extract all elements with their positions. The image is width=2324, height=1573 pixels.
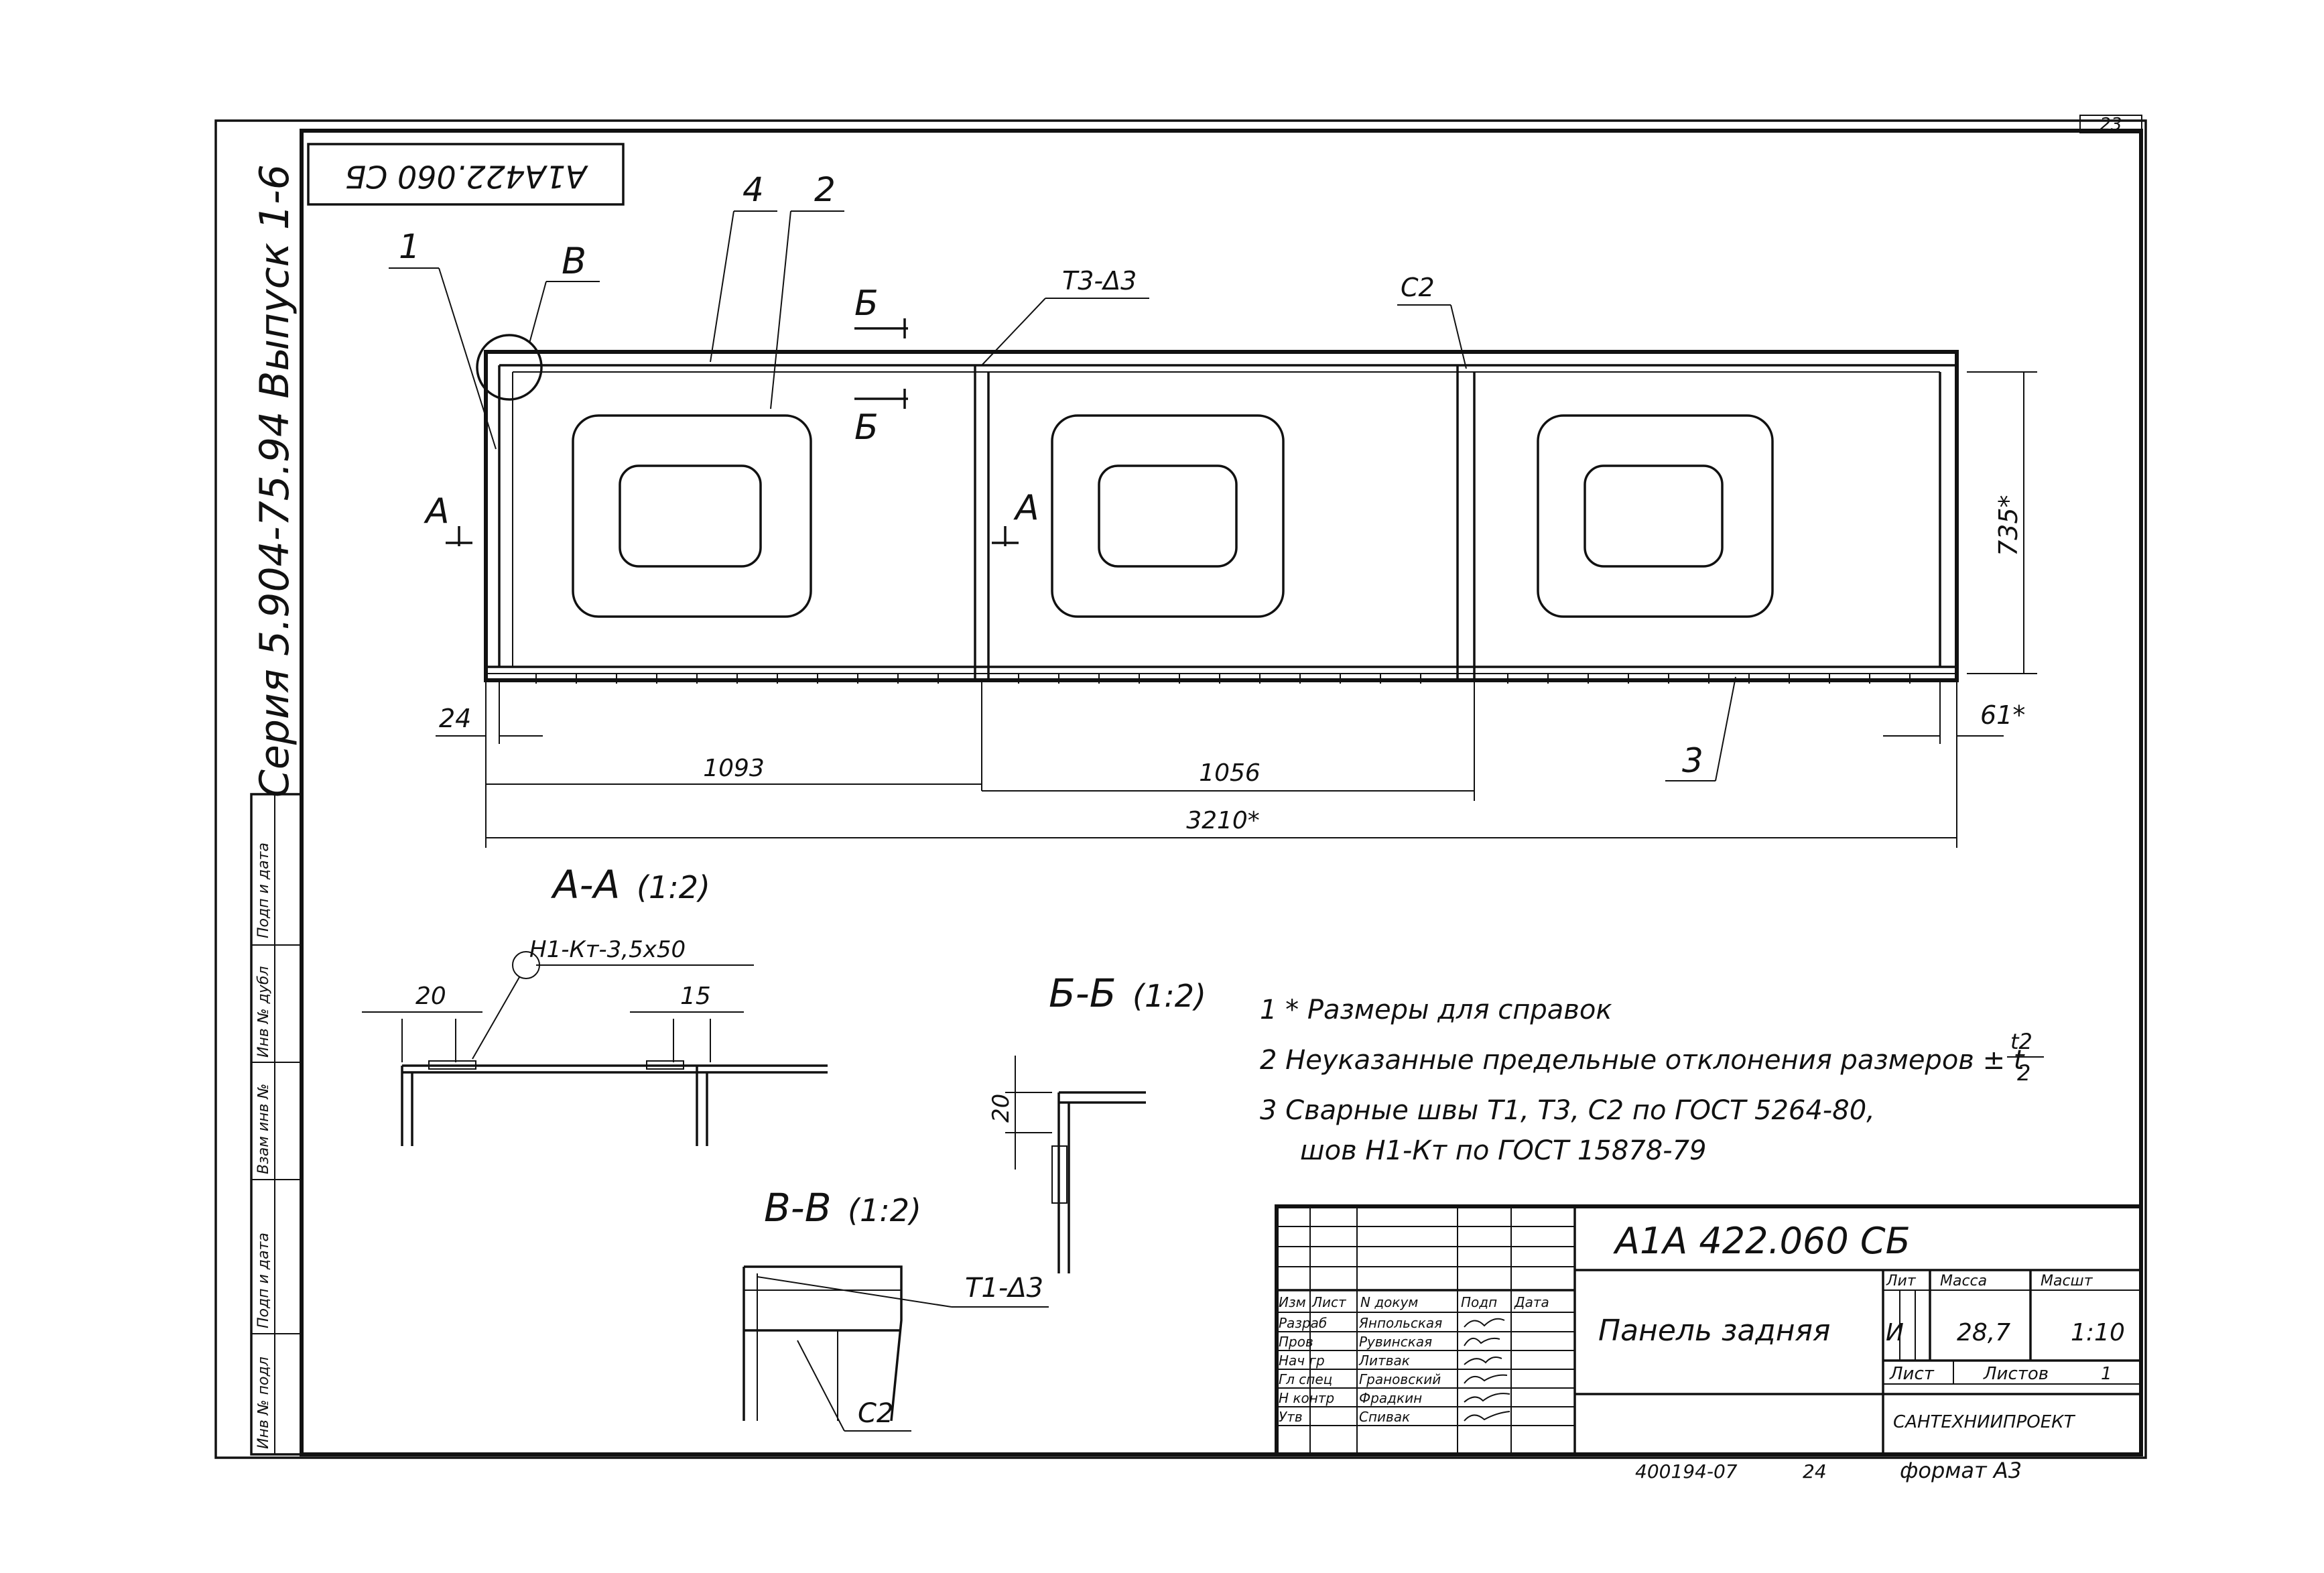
tb-lit-value: И [1886,1319,1904,1346]
tb-header-podp: Подп [1461,1294,1497,1310]
tb-part-name: Панель задняя [1598,1314,1830,1348]
tb-lit-label: Лит [1886,1273,1917,1289]
note-1: 1 * Размеры для справок [1260,995,1612,1025]
tb-header-izm: Изм [1279,1294,1306,1310]
footer-format: формат А3 [1900,1458,2022,1483]
inverted-stamp-text: А1А422.060 СБ [345,159,589,195]
inverted-stamp: А1А422.060 СБ [307,143,625,206]
note-2-frac-num: t2 [2010,1029,2032,1054]
section-aa-title: А-А [550,862,620,907]
tb-person: Спивак [1359,1409,1410,1425]
note-2-frac-den: 2 [2017,1060,2030,1086]
tb-header-data: Дата [1514,1294,1549,1310]
section-vv-scale: (1:2) [848,1192,921,1229]
tb-role: Утв [1279,1409,1303,1425]
tb-sheet-label: Лист [1889,1364,1935,1384]
side-label: Инв № подл [255,1357,272,1449]
section-aa-dim20: 20 [415,983,446,1010]
note-4: шов Н1-Кт по ГОСТ 15878-79 [1300,1135,1707,1166]
tb-person: Литвак [1358,1352,1410,1369]
tb-person: Рувинская [1359,1334,1432,1350]
section-vv-weld-c2: С2 [858,1398,893,1429]
callout-1: 1 [399,227,420,266]
node-v-label: В [562,240,586,282]
section-aa-marker-right: А [1013,488,1039,528]
callout-4: 4 [743,170,764,209]
section-vv-title: В-В [764,1185,832,1231]
boss-3 [1537,414,1774,618]
dim-735: 735* [1994,495,2023,556]
section-bb-marker-top: Б [854,284,879,324]
note-3: 3 Сварные швы Т1, Т3, С2 по ГОСТ 5264-80… [1260,1095,1875,1126]
section-bb-marker-bottom: Б [854,407,879,448]
footer-num: 24 [1803,1460,1827,1483]
tb-person: Янпольская [1358,1315,1442,1331]
side-label: Подп и дата [255,1233,272,1328]
tb-header-list: Лист [1311,1294,1347,1310]
main-view: В 1 4 2 Б Б А А Т3-Δ3 С2 [389,170,1959,781]
section-bb-scale: (1:2) [1133,978,1206,1014]
footer: 400194-07 24 формат А3 [1635,1458,2022,1483]
title-block: Изм Лист N докум Подп Дата Разраб Пров Н… [1275,1204,2143,1456]
signatures [1464,1318,1510,1422]
section-bb: Б-Б (1:2) 20 [988,970,1206,1273]
tb-sheets-label: Листов [1983,1364,2049,1384]
sheet-frame: 23 [214,115,2147,1459]
notes: 1 * Размеры для справок 2 Неуказанные пр… [1260,995,2044,1166]
tb-mass-value: 28,7 [1957,1319,2010,1346]
section-bb-dim20: 20 [988,1094,1015,1123]
section-vv-weld-t1: Т1-Δ3 [965,1273,1043,1304]
node-v-circle [476,334,543,401]
section-aa-marker-left: А [424,491,450,531]
tb-role: Гл спец [1279,1371,1332,1387]
weld-t3-label: Т3-Δ3 [1062,266,1137,296]
section-aa-weld: Н1-Кт-3,5х50 [529,936,686,963]
dim-1093: 1093 [703,755,765,782]
dimensions: 24 61* 1093 1056 3210* 735* [436,371,2037,848]
tb-mass-label: Масса [1940,1273,1987,1289]
tb-organization: САНТЕХНИИПРОЕКТ [1893,1412,2076,1432]
side-label: Подп и дата [255,842,272,938]
series-text: Серия 5.904-75.94 Выпуск 1-6 [251,164,298,798]
dim-24: 24 [439,704,471,733]
dim-3210: 3210* [1186,807,1260,834]
dim-1056: 1056 [1199,759,1261,787]
callout-2: 2 [814,170,836,209]
tb-doc-code: А1А 422.060 СБ [1613,1220,1911,1262]
section-bb-title: Б-Б [1049,970,1116,1016]
tb-role: Разраб [1279,1315,1327,1331]
side-label: Инв № дубл [255,966,272,1058]
bottom-ticks [535,674,1911,684]
footer-code: 400194-07 [1635,1460,1738,1483]
note-2: 2 Неуказанные предельные отклонения разм… [1260,1045,2025,1076]
section-aa: А-А (1:2) Н1-Кт-3,5х50 20 15 [362,862,828,1146]
callout-3: 3 [1682,741,1703,780]
tb-header-ndokum: N докум [1360,1294,1418,1310]
page-number: 23 [2100,115,2122,135]
tb-person: Грановский [1359,1371,1441,1387]
section-vv: В-В (1:2) Т1-Δ3 С2 [743,1185,1049,1432]
side-label: Взам инв № [255,1084,272,1174]
side-stamp: Подп и дата Инв № дубл Взам инв № Подп и… [250,793,303,1456]
tb-scale-label: Масшт [2041,1273,2093,1289]
section-aa-scale: (1:2) [637,869,710,905]
boss-1 [572,414,812,618]
tb-role: Нач гр [1279,1352,1325,1369]
boss-2 [1051,414,1285,618]
weld-c2-label: С2 [1401,273,1435,302]
tb-scale-value: 1:10 [2071,1319,2125,1346]
tb-role: Н контр [1279,1390,1334,1406]
dim-61: 61* [1980,700,2025,730]
tb-role: Пров [1279,1334,1313,1350]
section-aa-dim15: 15 [680,983,711,1010]
tb-sheets-value: 1 [2101,1364,2112,1384]
tb-person: Фрадкин [1359,1390,1422,1406]
